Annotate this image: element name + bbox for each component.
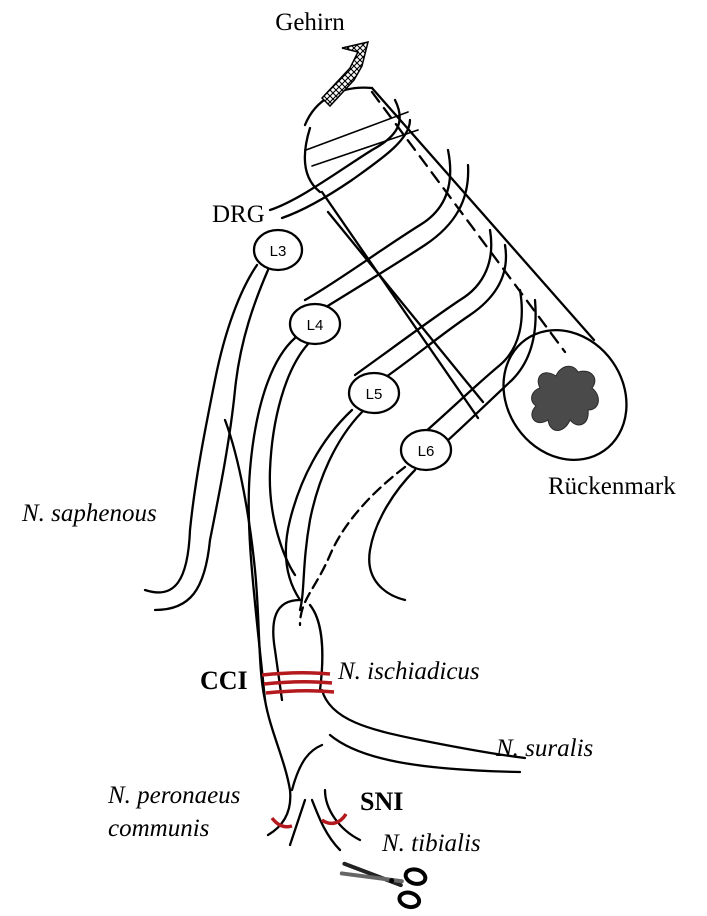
spinal-cord-label: Rückenmark (548, 473, 676, 500)
spinal-nerves (145, 265, 415, 700)
hatched-up-arrow-icon (322, 42, 368, 106)
ganglion-L3-label: L3 (270, 243, 287, 260)
cci-label: CCI (200, 666, 248, 695)
sni-label: SNI (360, 787, 403, 816)
drg-label: DRG (212, 201, 265, 228)
ganglion-L4-label: L4 (307, 317, 324, 334)
n-saphenous-label: N. saphenous (21, 500, 157, 527)
brain-label: Gehirn (275, 9, 345, 36)
n-peronaeus-label-line1: N. peronaeus (107, 782, 240, 809)
cci-ligatures (262, 673, 334, 693)
n-tibialis-label: N. tibialis (381, 830, 481, 857)
dorsal-roots (270, 100, 536, 458)
scissors-icon (338, 851, 427, 909)
ganglion-L5: L5 (349, 373, 399, 413)
ganglion-L6-label: L6 (418, 443, 435, 460)
n-ischiadicus-label: N. ischiadicus (337, 658, 480, 685)
ganglion-L3: L3 (254, 230, 302, 270)
ganglion-L5-label: L5 (366, 386, 383, 403)
n-peronaeus-label-line2: communis (108, 815, 209, 842)
n-suralis-label: N. suralis (495, 735, 593, 762)
gray-matter (532, 366, 599, 430)
sciatic-nerve (265, 690, 525, 850)
ganglion-L4: L4 (290, 304, 340, 344)
ganglion-L6: L6 (401, 430, 451, 470)
